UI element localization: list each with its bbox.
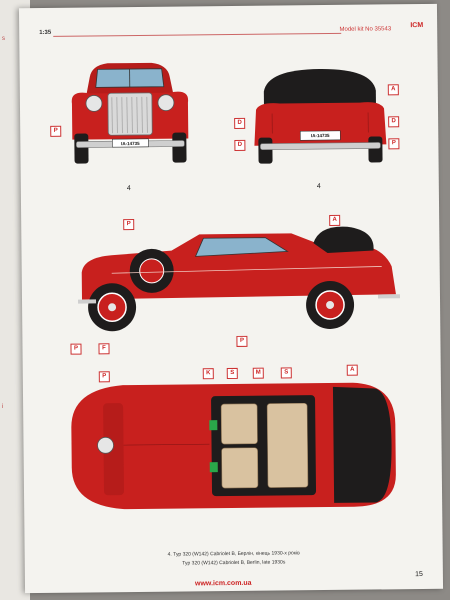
marker-m-top: M <box>252 367 264 379</box>
marker-k-top: K <box>202 368 214 380</box>
marker-p-rear: P <box>388 138 400 150</box>
marker-d-rear-right: D <box>388 116 400 128</box>
instruction-page: 1:35 Model kit No 35543 ICM <box>18 3 444 594</box>
marker-a-rear: A <box>387 84 399 96</box>
top-view <box>71 382 396 510</box>
marker-p-side-wheel: P <box>70 343 82 355</box>
marker-d-rear-left: D <box>234 117 246 129</box>
front-view-number: 4 <box>126 185 131 193</box>
marker-p-side-bottom: P <box>236 335 248 347</box>
marker-p-front: P <box>50 125 62 137</box>
marker-d-rear-left-lower: D <box>234 139 246 151</box>
left-page-mark: s <box>2 36 5 42</box>
car-drawings <box>71 62 401 510</box>
marker-p-top: P <box>98 371 110 383</box>
rear-view-number: 4 <box>316 183 321 191</box>
page-number: 15 <box>415 571 423 579</box>
rear-view <box>254 69 387 164</box>
front-view <box>71 62 189 164</box>
side-view <box>78 226 401 332</box>
marker-p-side-top: P <box>123 219 135 231</box>
marker-a-side: A <box>329 214 341 226</box>
marker-f-side: F <box>98 343 110 355</box>
front-license-plate: IA-14735 <box>121 140 140 147</box>
website-link[interactable]: www.icm.com.ua <box>194 579 252 588</box>
marker-s-top-right: S <box>280 367 292 379</box>
marker-a-top: A <box>346 364 358 376</box>
rear-license-plate: IA-14735 <box>311 132 330 139</box>
left-page-mark: i <box>2 404 4 410</box>
marker-s-top-left: S <box>226 367 238 380</box>
